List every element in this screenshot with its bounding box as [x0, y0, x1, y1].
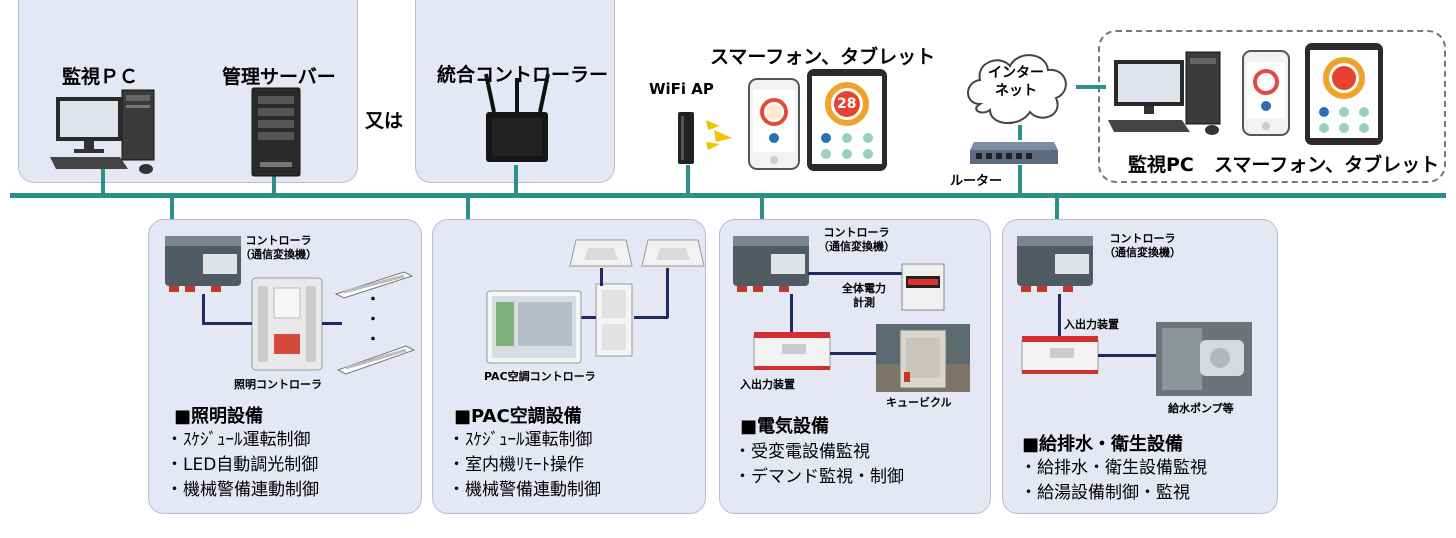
water-link	[1055, 195, 1059, 235]
pac-controller-icon	[486, 290, 582, 364]
light-fixture-bottom-icon	[336, 345, 416, 375]
water-pump-label: 給水ポンプ等	[1168, 402, 1234, 415]
smartphone-icon	[748, 78, 800, 170]
water-item: ・給排水・衛生設備監視	[1020, 458, 1207, 478]
electric-io-device-icon	[753, 332, 831, 370]
pac-outdoor-unit-icon	[595, 283, 633, 357]
pac-title: ■PAC空調設備	[454, 406, 582, 427]
water-wire-2	[1098, 354, 1158, 357]
pc-link	[101, 165, 105, 195]
water-io-label: 入出力装置	[1064, 318, 1119, 331]
monitor-pc-label: 監視ＰＣ	[62, 66, 139, 88]
remote-pc-label: 監視PC	[1128, 154, 1194, 176]
server-icon	[251, 87, 301, 177]
wifi-ap-icon	[678, 112, 732, 164]
water-item: ・給湯設備制御・監視	[1020, 483, 1190, 503]
mgmt-server-label: 管理サーバー	[222, 66, 336, 88]
wifi-link	[686, 165, 690, 195]
cubicle-label: キュービクル	[886, 396, 952, 409]
electric-wire-2	[790, 294, 793, 334]
router-label: ルーター	[950, 174, 1003, 189]
remote-tablet-icon	[1305, 43, 1383, 145]
controller-link	[514, 165, 518, 195]
network-bus	[10, 193, 1446, 198]
router-icon	[970, 142, 1058, 164]
pac-items: ・ｽｹｼﾞｭｰﾙ運転制御 ・室内機ﾘﾓｰﾄ操作 ・機械警備連動制御	[448, 428, 601, 503]
lighting-comm-controller-icon	[165, 236, 241, 292]
router-to-cloud	[1018, 125, 1022, 140]
electric-io-label: 入出力装置	[740, 378, 795, 391]
pac-controller-label: PAC空調コントローラ	[484, 370, 596, 383]
tablet-temperature: 28	[837, 96, 857, 112]
electric-title: ■電気設備	[740, 416, 830, 437]
router-link	[1018, 165, 1022, 195]
pac-wire-4	[578, 316, 596, 319]
integrated-controller-label: 統合コントローラー	[437, 64, 609, 86]
lighting-items: ・ｽｹｼﾞｭｰﾙ運転制御 ・LED自動調光制御 ・機械警備連動制御	[166, 428, 319, 503]
internet-link	[1076, 85, 1106, 89]
pac-wire-1	[600, 268, 603, 286]
lighting-controller-label: 照明コントローラ	[234, 378, 322, 391]
power-meter-icon	[901, 263, 945, 311]
lighting-item: ・ｽｹｼﾞｭｰﾙ運転制御	[166, 430, 311, 450]
electric-comm-controller-label: コントローラ （通信変換機）	[818, 226, 895, 253]
smartphone-tablet-label: スマーフォン、タブレット	[710, 46, 936, 68]
electric-item: ・受変電設備監視	[734, 442, 870, 462]
lighting-item: ・機械警備連動制御	[166, 480, 319, 500]
remote-pc-icon	[1108, 51, 1221, 135]
lighting-link	[170, 195, 174, 225]
water-title: ■給排水・衛生設備	[1022, 434, 1184, 455]
pac-indoor-unit-1-icon	[569, 239, 633, 267]
lighting-wire-3	[322, 322, 342, 325]
pac-item: ・ｽｹｼﾞｭｰﾙ運転制御	[448, 430, 593, 450]
water-io-device-icon	[1021, 336, 1099, 374]
remote-smartphone-icon	[1242, 50, 1290, 136]
integrated-controller-icon	[484, 73, 550, 162]
pac-item: ・機械警備連動制御	[448, 480, 601, 500]
lighting-comm-controller-label: コントローラ （通信変換機）	[240, 234, 317, 261]
water-items: ・給排水・衛生設備監視 ・給湯設備制御・監視	[1020, 456, 1207, 506]
lighting-controller-icon	[251, 277, 323, 371]
or-label: 又は	[365, 110, 404, 132]
electric-wire-1	[808, 272, 906, 275]
water-wire-1	[1058, 294, 1061, 336]
pac-box	[432, 219, 706, 514]
pac-indoor-unit-2-icon	[641, 239, 705, 267]
internet-cloud-icon	[967, 54, 1067, 125]
server-link	[272, 175, 276, 195]
wifi-ap-label: WiFi AP	[649, 80, 714, 98]
water-comm-controller-icon	[1017, 236, 1093, 292]
lighting-dots: ・ ・ ・	[366, 292, 380, 348]
pac-wire-2	[666, 268, 669, 318]
lighting-title: ■照明設備	[174, 406, 264, 427]
desktop-pc-icon	[50, 89, 155, 174]
electric-link	[760, 195, 764, 235]
water-comm-controller-label: コントローラ （通信変換機）	[1104, 232, 1181, 259]
remote-smartphone-tablet-label: スマーフォン、タブレット	[1214, 154, 1440, 176]
electric-comm-controller-icon	[733, 236, 809, 292]
light-fixture-top-icon	[334, 271, 414, 299]
electric-items: ・受変電設備監視 ・デマンド監視・制御	[734, 440, 904, 490]
lighting-wire-1	[202, 294, 205, 324]
cubicle-icon	[876, 324, 970, 392]
tablet-icon	[807, 69, 887, 171]
lighting-item: ・LED自動調光制御	[166, 455, 319, 475]
internet-label: インター ネット	[988, 65, 1044, 99]
electric-wire-3	[830, 352, 880, 355]
water-pump-icon	[1156, 322, 1252, 396]
pac-item: ・室内機ﾘﾓｰﾄ操作	[448, 455, 584, 475]
pac-wire-3	[634, 316, 668, 319]
electric-item: ・デマンド監視・制御	[734, 467, 904, 487]
power-meter-label: 全体電力 計測	[842, 282, 886, 309]
lighting-wire-2	[202, 322, 252, 325]
